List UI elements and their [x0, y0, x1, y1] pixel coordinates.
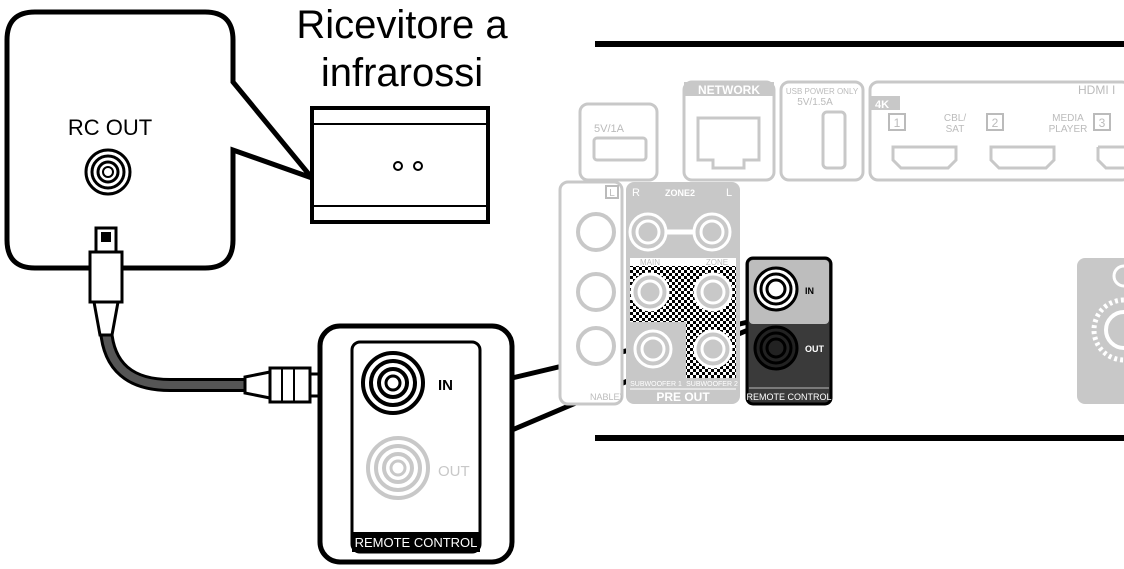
- assignable-fragment: NABLE): [590, 392, 623, 402]
- main-label: MAIN: [640, 258, 660, 267]
- rc-out-label: RC OUT: [68, 115, 152, 140]
- inset-panel-label: REMOTE CONTROL: [355, 535, 478, 550]
- usb-left-label: 5V/1A: [594, 123, 625, 135]
- sub1-label: SUBWOOFER 1: [630, 381, 682, 388]
- hdmi-1-name-2: SAT: [946, 124, 965, 135]
- rear-panel: NETWORK 5V/1A USB POWER ONLY 5V/1.5A HDM…: [558, 41, 1124, 441]
- hdmi-label: HDMI I: [1078, 83, 1115, 97]
- l-label: L: [726, 187, 732, 199]
- receiver-title-line1: Ricevitore a: [296, 3, 508, 47]
- zone-label: ZONE: [706, 258, 728, 267]
- inset-out-label: OUT: [438, 463, 470, 480]
- r-label: R: [632, 187, 640, 199]
- usb-power-rating: 5V/1.5A: [797, 97, 833, 108]
- hdmi-1-name: CBL/: [944, 113, 966, 124]
- panel-rc-out-jack: [753, 325, 799, 371]
- hdmi-2-name: MEDIA: [1052, 113, 1084, 124]
- hdmi-2: 2: [992, 116, 999, 130]
- receiver-title-line2: infrarossi: [321, 51, 483, 95]
- panel-out-label: OUT: [805, 344, 825, 354]
- panel-rc-label: REMOTE CONTROL: [746, 392, 831, 402]
- rc-in-jack: [361, 351, 425, 415]
- panel-in-label: IN: [805, 286, 814, 296]
- hdmi-2-name-2: PLAYER: [1049, 124, 1088, 135]
- panel-rc-in-jack: [753, 266, 799, 312]
- sub2-label: SUBWOOFER 2: [686, 381, 738, 388]
- hdmi-3: 3: [1099, 116, 1106, 130]
- l-label-left: L: [609, 188, 615, 199]
- hdmi-1: 1: [894, 116, 901, 130]
- usb-power-label: USB POWER ONLY: [786, 87, 859, 96]
- remote-control-inset: IN OUT REMOTE CONTROL: [317, 323, 515, 565]
- hdmi-4k: 4K: [875, 99, 889, 111]
- ir-receiver: [310, 106, 490, 224]
- device-box: RC OUT: [4, 9, 320, 271]
- rc-out-jack: [84, 148, 132, 196]
- pre-out-label: PRE OUT: [656, 390, 710, 404]
- zone2-label: ZONE2: [665, 188, 695, 198]
- inset-in-label: IN: [438, 377, 453, 394]
- network-label: NETWORK: [698, 83, 760, 97]
- rc-out-jack-inset: [366, 436, 430, 500]
- rca-cable: [88, 226, 328, 404]
